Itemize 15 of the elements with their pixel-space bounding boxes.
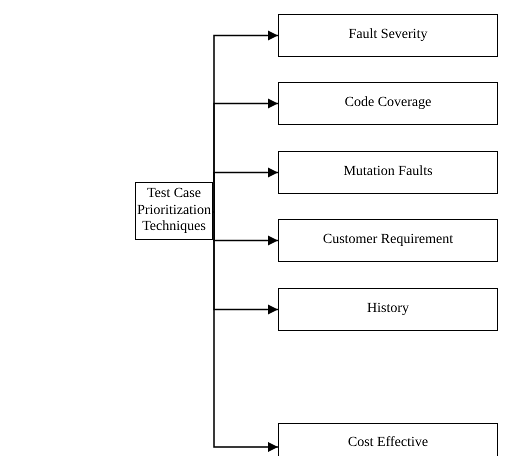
box-label: Test Case Prioritization Techniques [137, 186, 211, 236]
process-box [278, 151, 498, 194]
box-label: Customer Requirement [322, 232, 454, 249]
process-box [278, 82, 498, 125]
arrow [212, 168, 278, 213]
box-label: Cost Effective [348, 434, 428, 452]
process-box [278, 219, 498, 262]
process-box [278, 288, 498, 331]
box-label: Mutation Faults [343, 164, 433, 181]
box-label: Code Coverage [344, 95, 432, 112]
arrow [212, 211, 278, 452]
box-label: Fault Severity [348, 27, 428, 44]
process-box [278, 14, 498, 57]
box-label: History [367, 301, 409, 318]
process-box [278, 423, 498, 456]
